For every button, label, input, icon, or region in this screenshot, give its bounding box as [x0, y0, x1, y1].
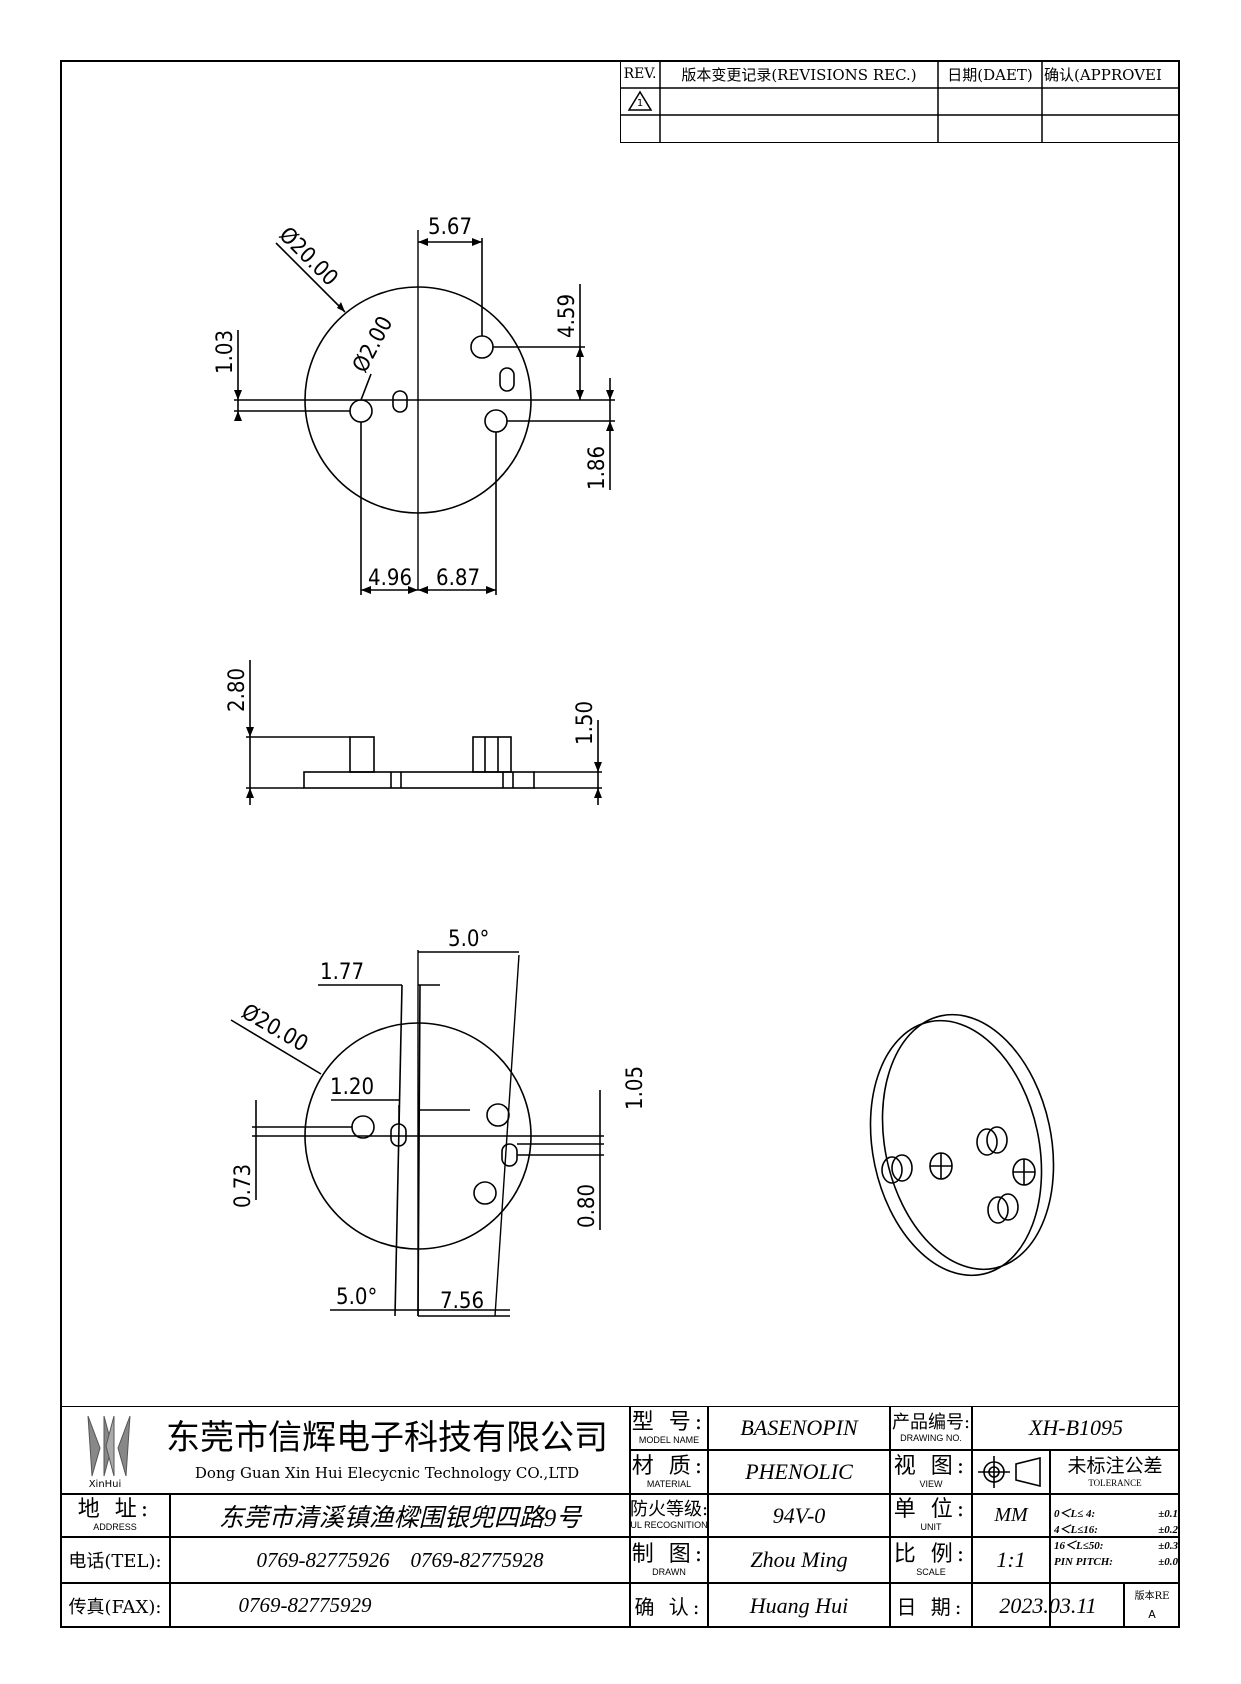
side-base	[303, 771, 535, 789]
fax-value: 0769-82775929	[238, 1593, 372, 1617]
angle-5-bottom: 5.0°	[336, 1285, 377, 1310]
dim-7-56: 7.56	[440, 1289, 484, 1314]
drawing-no-value: XH-B1095	[1028, 1415, 1124, 1440]
model-label: 型 号: MODEL NAME	[631, 1409, 707, 1445]
address-label: 地 址: ADDRESS	[77, 1497, 153, 1532]
unit-value: MM	[994, 1504, 1028, 1526]
side-pin-right	[472, 736, 512, 773]
top-hole-left	[349, 399, 373, 423]
dim-top-5-67: 5.67	[428, 215, 472, 240]
scale-value: 1:1	[996, 1547, 1026, 1572]
dim-1-05: 1.05	[623, 1066, 648, 1110]
dim-0-80: 0.80	[575, 1184, 600, 1228]
bottom-hole-left	[351, 1115, 375, 1139]
approve-header: 确认(APPROVEI	[1044, 65, 1162, 84]
dim-1-86: 1.86	[585, 446, 610, 490]
scale-label: 比 例: SCALE	[893, 1541, 969, 1577]
iso-pin-3a	[976, 1128, 998, 1156]
view-label: 视 图: VIEW	[893, 1453, 969, 1489]
ul-label: 防火等级: UL RECOGNITION	[630, 1499, 708, 1530]
bottom-hole-lower	[473, 1181, 497, 1205]
title-block: 东莞市信辉电子科技有限公司 Dong Guan Xin Hui Elecycni…	[60, 1406, 1180, 1628]
iso-pin-5a	[987, 1196, 1009, 1224]
iso-pin-1a	[881, 1156, 903, 1184]
confirm-value: Huang Hui	[749, 1592, 849, 1618]
dim-4-96: 4.96	[368, 566, 412, 591]
dim-dia-20-bottom: Ø20.00	[237, 1000, 312, 1058]
confirm-label: 确 认:	[634, 1595, 704, 1619]
technical-drawing: 5.67 4.59 1.03 1.86 4.96 6.87 Ø20.00 Ø2.…	[213, 215, 1055, 1317]
unit-label: 单 位: UNIT	[893, 1497, 969, 1532]
iso-pin-3b	[986, 1126, 1008, 1154]
iso-pin-1b	[891, 1154, 913, 1182]
dim-6-87: 6.87	[436, 566, 480, 591]
iso-disc-back	[881, 1013, 1055, 1271]
drawn-value: Zhou Ming	[750, 1547, 848, 1572]
dim-dia-20-top: Ø20.00	[274, 223, 343, 292]
tel-label: 电话(TEL):	[68, 1551, 162, 1572]
top-slot-center	[392, 390, 408, 413]
iso-pin-5b	[997, 1193, 1019, 1221]
tel-value: 0769-82775926 0769-82775928	[256, 1547, 544, 1572]
dim-0-73: 0.73	[231, 1164, 256, 1208]
date-value: 2023.03.11	[999, 1592, 1097, 1618]
material-value: PHENOLIC	[745, 1459, 853, 1484]
model-value: BASENOPIN	[740, 1415, 858, 1440]
address-value: 东莞市清溪镇渔樑围银兜四路9号	[218, 1504, 582, 1532]
top-slot-right	[499, 367, 515, 392]
dim-4-59: 4.59	[555, 294, 580, 338]
date-header: 日期(DAET)	[947, 65, 1033, 84]
iso-disc-face	[869, 1019, 1043, 1277]
dim-2-80: 2.80	[225, 668, 250, 712]
top-hole-right	[484, 409, 508, 433]
side-pin-left	[349, 736, 375, 773]
angle-5-top: 5.0°	[448, 927, 489, 952]
material-label: 材 质: MATERIAL	[631, 1453, 707, 1489]
dim-1-50: 1.50	[573, 701, 598, 745]
tolerance-row: 16＜L≤50:±0.3	[1054, 1540, 1178, 1552]
ul-value: 94V-0	[772, 1502, 826, 1528]
bottom-hole-right-upper	[486, 1103, 510, 1127]
revision-triangle-icon	[627, 90, 653, 111]
drawn-label: 制 图: DRAWN	[631, 1541, 707, 1577]
tolerance-row: 4＜L≤16:±0.2	[1054, 1524, 1178, 1536]
revision-table: REV. 版本变更记录(REVISIONS REC.) 日期(DAET) 确认(…	[620, 60, 1180, 143]
tolerance-title-cn: 未标注公差	[1067, 1454, 1163, 1477]
date-label: 日 期:	[896, 1595, 966, 1619]
version-value: A	[1148, 1607, 1156, 1621]
dim-1-20: 1.20	[330, 1075, 374, 1100]
logo-icon	[87, 1415, 131, 1477]
projection-symbol-icon	[978, 1456, 1041, 1488]
dim-1-03: 1.03	[213, 330, 238, 374]
company-name-en: Dong Guan Xin Hui Elecycnic Technology C…	[194, 1464, 580, 1482]
dim-dia-2: Ø2.00	[348, 312, 398, 376]
tolerance-row: PIN PITCH:±0.0	[1054, 1556, 1178, 1568]
rev-header: REV.	[623, 66, 657, 82]
top-hole-upper-right	[470, 335, 494, 359]
tolerance-row: 0＜L≤ 4:±0.1	[1054, 1508, 1178, 1520]
drawing-no-label: 产品编号: DRAWING NO.	[891, 1411, 971, 1443]
record-header: 版本变更记录(REVISIONS REC.)	[681, 65, 917, 84]
tolerance-title-en: TOLERANCE	[1088, 1478, 1142, 1488]
bottom-slot-right	[501, 1143, 518, 1167]
dim-1-77: 1.77	[320, 960, 364, 985]
version-label: 版本RE	[1134, 1590, 1170, 1602]
logo-text: XinHui	[88, 1478, 122, 1490]
rev-number: 1	[636, 97, 644, 109]
company-name-cn: 东莞市信辉电子科技有限公司	[166, 1417, 608, 1457]
tolerance-list: 0＜L≤ 4:±0.1 4＜L≤16:±0.2 16＜L≤50:±0.3 PIN…	[1054, 1506, 1178, 1570]
fax-label: 传真(FAX):	[68, 1596, 162, 1618]
